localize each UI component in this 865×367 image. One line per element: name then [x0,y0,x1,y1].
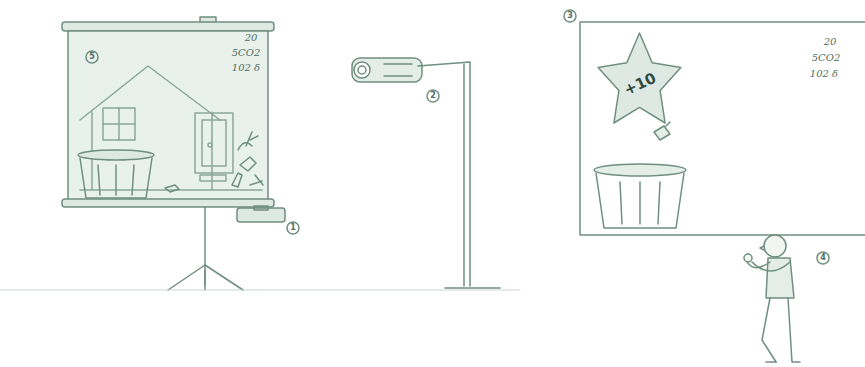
handwritten-score: 20 [824,37,837,47]
handwritten-score: 5CO2 [232,48,261,58]
score-star: +10 [594,28,685,132]
handwritten-score: 20 [245,33,258,43]
handwritten-score: 102 δ [810,69,838,79]
handwritten-score: 5CO2 [812,53,841,63]
callout-number: 5 [89,53,95,61]
callout-number: 2 [430,92,436,100]
callout-number: 3 [567,12,573,20]
callout-number: 4 [820,254,826,262]
handwritten-score: 102 δ [232,63,260,73]
callout-number: 1 [290,224,296,232]
